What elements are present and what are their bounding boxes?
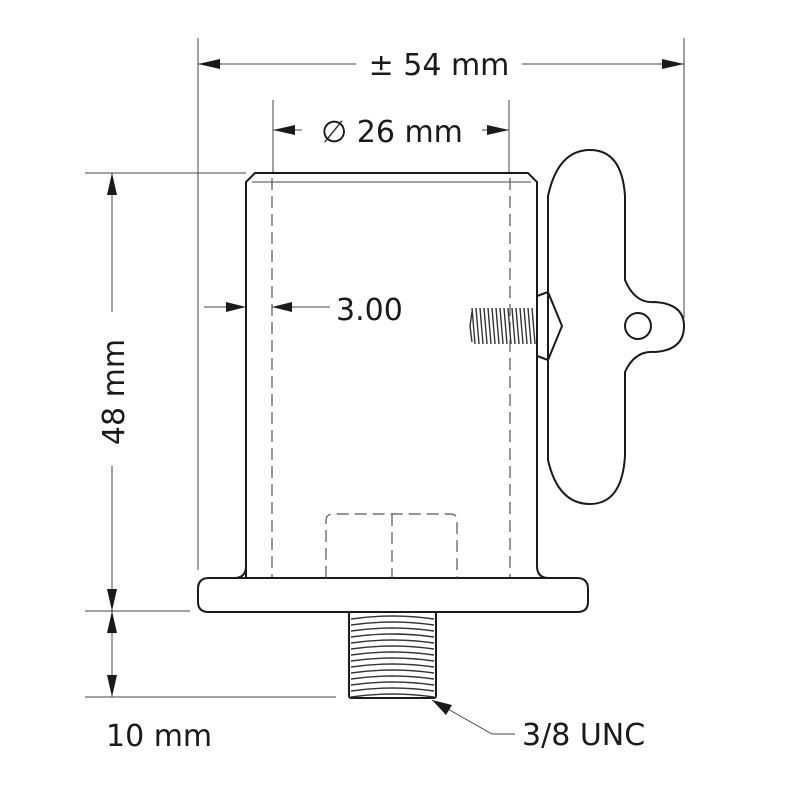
arrowhead bbox=[226, 302, 246, 312]
thread-crest bbox=[350, 663, 435, 668]
thread-crest bbox=[350, 615, 435, 620]
screw-tip bbox=[469, 311, 473, 343]
thread-crest bbox=[350, 681, 435, 686]
arrowhead bbox=[198, 59, 220, 69]
screw-thread-crest bbox=[491, 307, 496, 345]
dimension-label-height: 48 mm bbox=[97, 339, 132, 445]
thread-crest bbox=[350, 645, 435, 650]
dimension-height: 48 mm bbox=[85, 172, 246, 612]
screw-thread-crest bbox=[507, 307, 512, 345]
thread-crest bbox=[350, 651, 435, 656]
thread-crest bbox=[350, 687, 435, 692]
wing-screw bbox=[469, 148, 686, 506]
thread-crest bbox=[350, 639, 435, 644]
arrowhead bbox=[662, 59, 684, 69]
arrowhead bbox=[107, 173, 117, 195]
screw-thread-crest bbox=[523, 307, 528, 345]
thread-crest bbox=[350, 675, 435, 680]
arrowhead bbox=[487, 125, 509, 135]
thread-spec-label: 3/8 UNC bbox=[522, 718, 645, 753]
screw-thread-crest bbox=[503, 307, 508, 345]
threaded-stud bbox=[348, 611, 437, 699]
dimension-thread-length: 10 mm bbox=[85, 611, 336, 754]
dimension-label-thread-length: 10 mm bbox=[106, 719, 212, 754]
thread-crest bbox=[350, 627, 435, 632]
dimension-diameter: ∅ 26 mm bbox=[272, 100, 510, 172]
arrowhead bbox=[432, 700, 452, 715]
dimension-label-wall: 3.00 bbox=[336, 293, 403, 328]
screw-thread-crest bbox=[487, 307, 492, 345]
screw-thread-crest bbox=[475, 307, 480, 345]
hidden-hex-nut bbox=[325, 513, 458, 578]
screw-thread-crest bbox=[531, 307, 536, 345]
thread-crest bbox=[350, 657, 435, 662]
screw-thread-crest bbox=[479, 307, 484, 345]
arrowhead bbox=[107, 611, 117, 633]
screw-thread-crest bbox=[511, 307, 516, 345]
screw-thread-crest bbox=[515, 307, 520, 345]
arrowhead bbox=[107, 675, 117, 697]
screw-thread-crest bbox=[527, 307, 532, 345]
dimension-wall-thickness: 3.00 bbox=[204, 293, 403, 328]
arrowhead bbox=[273, 125, 295, 135]
thread-crest bbox=[350, 621, 435, 626]
arrowhead bbox=[272, 302, 292, 312]
thread-crest bbox=[350, 633, 435, 638]
arrowhead bbox=[107, 589, 117, 611]
screw-thread-crest bbox=[495, 307, 500, 345]
callout-thread-spec: 3/8 UNC bbox=[431, 699, 645, 753]
screw-thread-crest bbox=[499, 307, 504, 345]
part-flange bbox=[197, 577, 589, 613]
screw-thread-crest bbox=[519, 307, 524, 345]
thread-crest bbox=[350, 669, 435, 674]
thread-crest bbox=[350, 693, 435, 698]
screw-thread-crest bbox=[483, 307, 488, 345]
dimension-overall-width: ± 54 mm bbox=[197, 38, 685, 570]
screw-thread-crest bbox=[471, 307, 476, 345]
dimension-label-diameter: ∅ 26 mm bbox=[321, 115, 463, 150]
dimension-label-width: ± 54 mm bbox=[369, 48, 510, 83]
